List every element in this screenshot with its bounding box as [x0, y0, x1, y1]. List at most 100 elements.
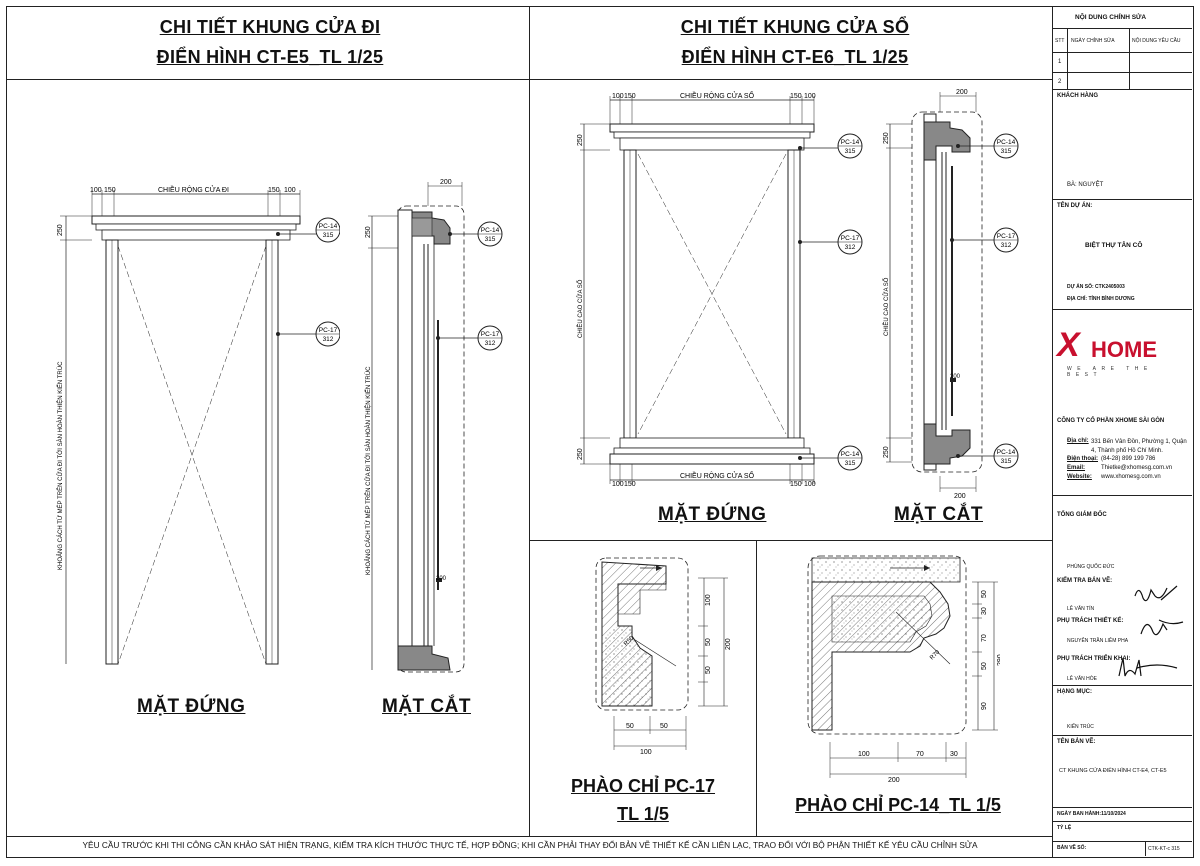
window-width-label-top: CHIỀU RỘNG CỬA SỔ — [680, 90, 755, 100]
door-section-dim-250: 250 — [365, 226, 372, 238]
door-section-drawing: 200 250 KHOẢNG CÁCH TỪ MÉP TRÊN CỬA ĐI T… — [364, 179, 503, 673]
pc14-title-text: PHÀO CHỈ PC-14_TL 1/5 — [795, 795, 1001, 815]
window-title-line2: ĐIỂN HÌNH CT-E6_TL 1/25 — [681, 47, 909, 67]
window-dim-100-right: 100 — [804, 93, 816, 100]
checker-signature — [1134, 585, 1178, 602]
window-section-tag-pc14-bottom: PC-14 315 — [993, 443, 1019, 469]
client-value: BÀ: NGUYỆT — [1067, 182, 1104, 188]
rev-col-date: NGÀY CHỈNH SỬA — [1071, 38, 1115, 44]
pc14-detail-drawing: R70 50 30 70 50 90 290 100 70 30 200 — [807, 555, 1000, 782]
window-section-dim-200-bottom: 200 — [954, 493, 966, 500]
email-value: Thietke@xhomesg.com.vn — [1101, 465, 1173, 471]
window-dim-150-bl: 150 — [624, 481, 636, 488]
door-section-tag-pc17: PC-17 312 — [477, 325, 503, 351]
window-dim-150-left: 150 — [624, 93, 636, 100]
svg-text:PC-17: PC-17 — [841, 235, 860, 242]
divider-details — [756, 540, 757, 836]
rev-row-1: 1 — [1058, 59, 1062, 65]
director-name: PHÙNG QUỐC ĐỨC — [1067, 564, 1115, 570]
director-label: TỔNG GIÁM ĐỐC — [1057, 512, 1107, 518]
window-section-dim-250-bottom: 250 — [883, 446, 890, 458]
deploy-signature — [1118, 657, 1178, 677]
window-section-drawing: 200 250 CHIỀU CAO CỬA SỔ 250 200 200 PC-… — [883, 89, 1019, 500]
title-block: NỘI DUNG CHỈNH SỬA STT NGÀY CHỈNH SỬA NỘ… — [1053, 8, 1192, 856]
window-section-dim-250-top: 250 — [883, 132, 890, 144]
window-tag-pc14-top: PC-14 315 — [837, 133, 863, 159]
pc14-radius: R70 — [929, 649, 941, 661]
category-value: KIẾN TRÚC — [1067, 724, 1094, 730]
door-section-label: MẶT CẮT — [382, 696, 471, 717]
pc17-title-line1: PHÀO CHỈ PC-17 — [570, 776, 716, 796]
checker-label: KIỂM TRA BẢN VẼ: — [1057, 578, 1113, 584]
window-section-height-label: CHIỀU CAO CỬA SỔ — [883, 277, 890, 336]
window-elevation-drawing: 100 150 CHIỀU RỘNG CỬA SỔ 150 100 250 CH… — [577, 90, 863, 488]
window-height-label: CHIỀU CAO CỬA SỔ — [577, 279, 584, 338]
pc14-dim-b70: 70 — [916, 751, 924, 758]
door-elevation-drawing: 100 150 CHIỀU RỘNG CỬA ĐI 150 100 250 KH… — [56, 184, 340, 665]
door-section-height-label: KHOẢNG CÁCH TỪ MÉP TRÊN CỬA ĐI TỚI SÀN H… — [364, 366, 372, 575]
pc14-dim-b100: 100 — [858, 751, 870, 758]
drawing-label: TÊN BẢN VẼ: — [1057, 739, 1096, 745]
window-section-dim-200-top: 200 — [956, 89, 968, 96]
company-name: CÔNG TY CỔ PHẦN XHOME SÀI GÒN — [1057, 418, 1165, 424]
pc14-dim-b200: 200 — [888, 777, 900, 782]
svg-text:PC-14: PC-14 — [997, 139, 1016, 146]
door-tag-pc17: PC-17 312 — [315, 321, 340, 347]
footer-note: YÊU CẦU TRƯỚC KHI THI CÔNG CẦN KHẢO SÁT … — [82, 840, 978, 850]
pc14-title: PHÀO CHỈ PC-14_TL 1/5 — [768, 791, 1028, 819]
svg-text:PC-14: PC-14 — [481, 227, 500, 234]
window-dim-250-bottom: 250 — [577, 448, 584, 460]
pc14-dim-b30: 30 — [950, 751, 958, 758]
revision-section: NỘI DUNG CHỈNH SỬA STT NGÀY CHỈNH SỬA NỘ… — [1053, 8, 1192, 90]
door-section-inner-200: 200 — [436, 576, 447, 582]
pc14-dim-50a: 50 — [981, 590, 988, 598]
window-title-line1: CHI TIẾT KHUNG CỬA SỔ — [680, 17, 910, 37]
svg-text:PC-14: PC-14 — [997, 449, 1016, 456]
pc14-dim-290: 290 — [997, 654, 1000, 666]
project-number: DỰ ÁN SỐ: CTK2405003 — [1067, 284, 1125, 290]
svg-text:315: 315 — [323, 232, 334, 239]
project-value: BIỆT THỰ TÂN CÔ — [1085, 242, 1143, 249]
client-label: KHÁCH HÀNG — [1057, 93, 1098, 99]
phone-value: (84-28) 899 199 786 — [1101, 456, 1156, 462]
pc17-detail-drawing: R50 100 50 50 200 50 50 100 — [595, 557, 732, 756]
address-label: Địa chỉ: — [1067, 438, 1089, 444]
window-dim-100-bl: 100 — [612, 481, 624, 488]
pc17-dim-b50a: 50 — [626, 723, 634, 730]
window-elevation-label: MẶT ĐỨNG — [658, 504, 767, 525]
website-label: Website: — [1067, 474, 1092, 480]
svg-text:PC-17: PC-17 — [997, 233, 1016, 240]
pc17-dim-b100: 100 — [640, 749, 652, 756]
project-address: ĐỊA CHỈ: TỈNH BÌNH DƯƠNG — [1067, 296, 1135, 302]
phone-label: Điện thoại: — [1067, 456, 1098, 462]
revision-header: NỘI DUNG CHỈNH SỬA — [1075, 14, 1147, 21]
window-dim-100-br: 100 — [804, 481, 816, 488]
divider-window-detail — [529, 540, 1052, 541]
window-section-label: MẶT CẮT — [894, 504, 983, 525]
svg-text:PC-14: PC-14 — [319, 223, 338, 230]
designer-signature — [1140, 619, 1184, 636]
signature-section: TỔNG GIÁM ĐỐC PHÙNG QUỐC ĐỨC KIỂM TRA BẢ… — [1053, 496, 1192, 686]
pc17-dim-b50b: 50 — [660, 723, 668, 730]
designer-label: PHỤ TRÁCH THIẾT KẾ: — [1057, 618, 1124, 624]
pc14-dim-70: 70 — [981, 634, 988, 642]
designer-name: NGUYỄN TRẦN LIÊM PHA — [1067, 638, 1129, 644]
window-dim-150-br: 150 — [790, 481, 802, 488]
door-title-line1: CHI TIẾT KHUNG CỬA ĐI — [159, 17, 381, 37]
door-height-label: KHOẢNG CÁCH TỪ MÉP TRÊN CỬA ĐI TỚI SÀN H… — [56, 361, 64, 570]
xhome-logo: X HOME WE ARE THE BEST — [1057, 326, 1157, 378]
issue-date: NGÀY BAN HÀNH:11/10/2024 — [1057, 811, 1126, 817]
pc14-dim-50b: 50 — [981, 662, 988, 670]
company-section: X HOME WE ARE THE BEST CÔNG TY CỔ PHẦN X… — [1053, 310, 1192, 496]
project-section: TÊN DỰ ÁN: BIỆT THỰ TÂN CÔ DỰ ÁN SỐ: CTK… — [1053, 200, 1192, 310]
window-tag-pc17: PC-17 312 — [837, 229, 863, 255]
svg-text:312: 312 — [485, 340, 496, 347]
window-tag-pc14-bottom: PC-14 315 — [837, 445, 863, 471]
svg-text:PC-14: PC-14 — [841, 139, 860, 146]
svg-text:312: 312 — [845, 244, 856, 251]
door-dim-150-left: 150 — [104, 187, 116, 194]
pc14-dim-30: 30 — [981, 607, 988, 615]
window-section-inner-200: 200 — [950, 374, 961, 380]
drawing-name-section: TÊN BẢN VẼ: CT KHUNG CỬA ĐIỂN HÌNH CT-E4… — [1053, 736, 1192, 808]
project-label: TÊN DỰ ÁN: — [1057, 203, 1093, 209]
